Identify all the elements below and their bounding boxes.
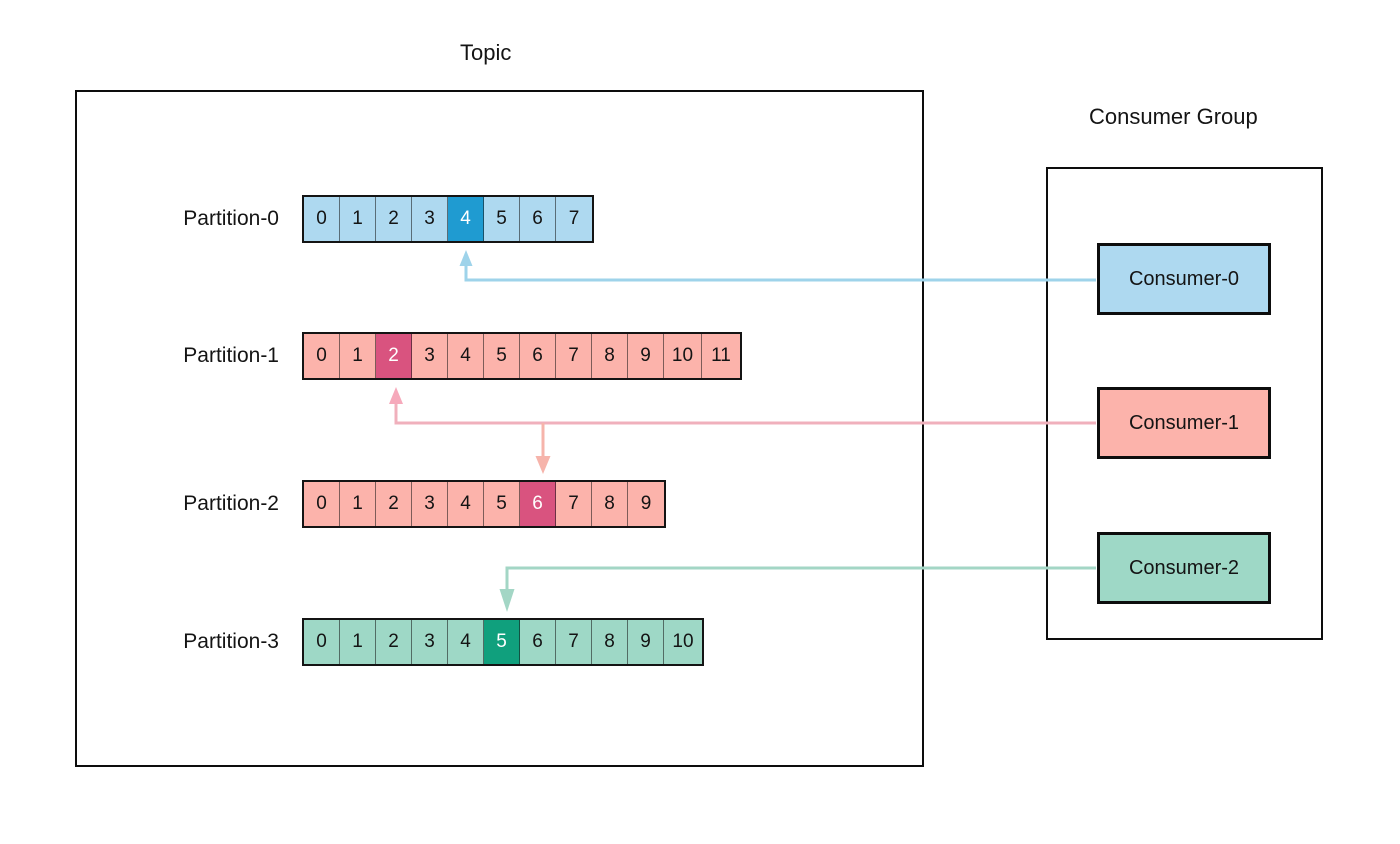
topic-title: Topic [460,40,512,65]
consumer-label-1: Consumer-1 [1128,412,1240,434]
offset-cell[interactable]: 5 [484,334,520,378]
offset-cell[interactable]: 10 [664,620,702,664]
offset-cell[interactable]: 6 [520,334,556,378]
offset-cell[interactable]: 9 [628,482,664,526]
consumer-box-1[interactable]: Consumer-1 [1097,387,1271,459]
topic-boundary-box [75,90,924,767]
offset-cell[interactable]: 6 [520,620,556,664]
offset-cell[interactable]: 1 [340,334,376,378]
partition-label-3: Partition-3 [183,630,279,653]
offset-cell[interactable]: 3 [412,620,448,664]
offset-cell[interactable]: 3 [412,334,448,378]
offset-cell[interactable]: 2 [376,482,412,526]
offset-cell-current[interactable]: 5 [484,620,520,664]
offset-cell-current[interactable]: 6 [520,482,556,526]
offset-cell[interactable]: 2 [376,197,412,241]
offset-cell[interactable]: 8 [592,334,628,378]
consumer-box-0[interactable]: Consumer-0 [1097,243,1271,315]
offset-cell[interactable]: 6 [520,197,556,241]
offset-cell[interactable]: 8 [592,620,628,664]
offset-cell[interactable]: 10 [664,334,702,378]
offset-cell[interactable]: 4 [448,334,484,378]
offset-cell[interactable]: 7 [556,620,592,664]
offset-cell[interactable]: 1 [340,620,376,664]
partition-label-1: Partition-1 [183,344,279,367]
offset-cell[interactable]: 9 [628,620,664,664]
offset-cell[interactable]: 4 [448,620,484,664]
offset-cell[interactable]: 0 [304,197,340,241]
offset-cell[interactable]: 5 [484,197,520,241]
offset-cell[interactable]: 0 [304,334,340,378]
offset-cell[interactable]: 7 [556,334,592,378]
partition-label-2: Partition-2 [183,492,279,515]
consumer-box-2[interactable]: Consumer-2 [1097,532,1271,604]
partition-label-0: Partition-0 [183,207,279,230]
offset-cell[interactable]: 3 [412,197,448,241]
consumer-label-0: Consumer-0 [1128,268,1240,290]
offset-cell[interactable]: 11 [702,334,740,378]
offset-cell[interactable]: 2 [376,620,412,664]
offset-cell[interactable]: 3 [412,482,448,526]
offset-cell[interactable]: 1 [340,197,376,241]
offset-cell[interactable]: 0 [304,620,340,664]
offset-cell[interactable]: 5 [484,482,520,526]
offset-cell[interactable]: 9 [628,334,664,378]
offset-cell[interactable]: 1 [340,482,376,526]
offset-cell[interactable]: 0 [304,482,340,526]
offset-cell[interactable]: 4 [448,482,484,526]
consumer-label-2: Consumer-2 [1128,557,1240,579]
consumer-group-title: Consumer Group [1089,104,1258,129]
offset-cell[interactable]: 8 [592,482,628,526]
offset-cell-current[interactable]: 2 [376,334,412,378]
offset-cell[interactable]: 7 [556,482,592,526]
offset-cell[interactable]: 7 [556,197,592,241]
offset-cell-current[interactable]: 4 [448,197,484,241]
